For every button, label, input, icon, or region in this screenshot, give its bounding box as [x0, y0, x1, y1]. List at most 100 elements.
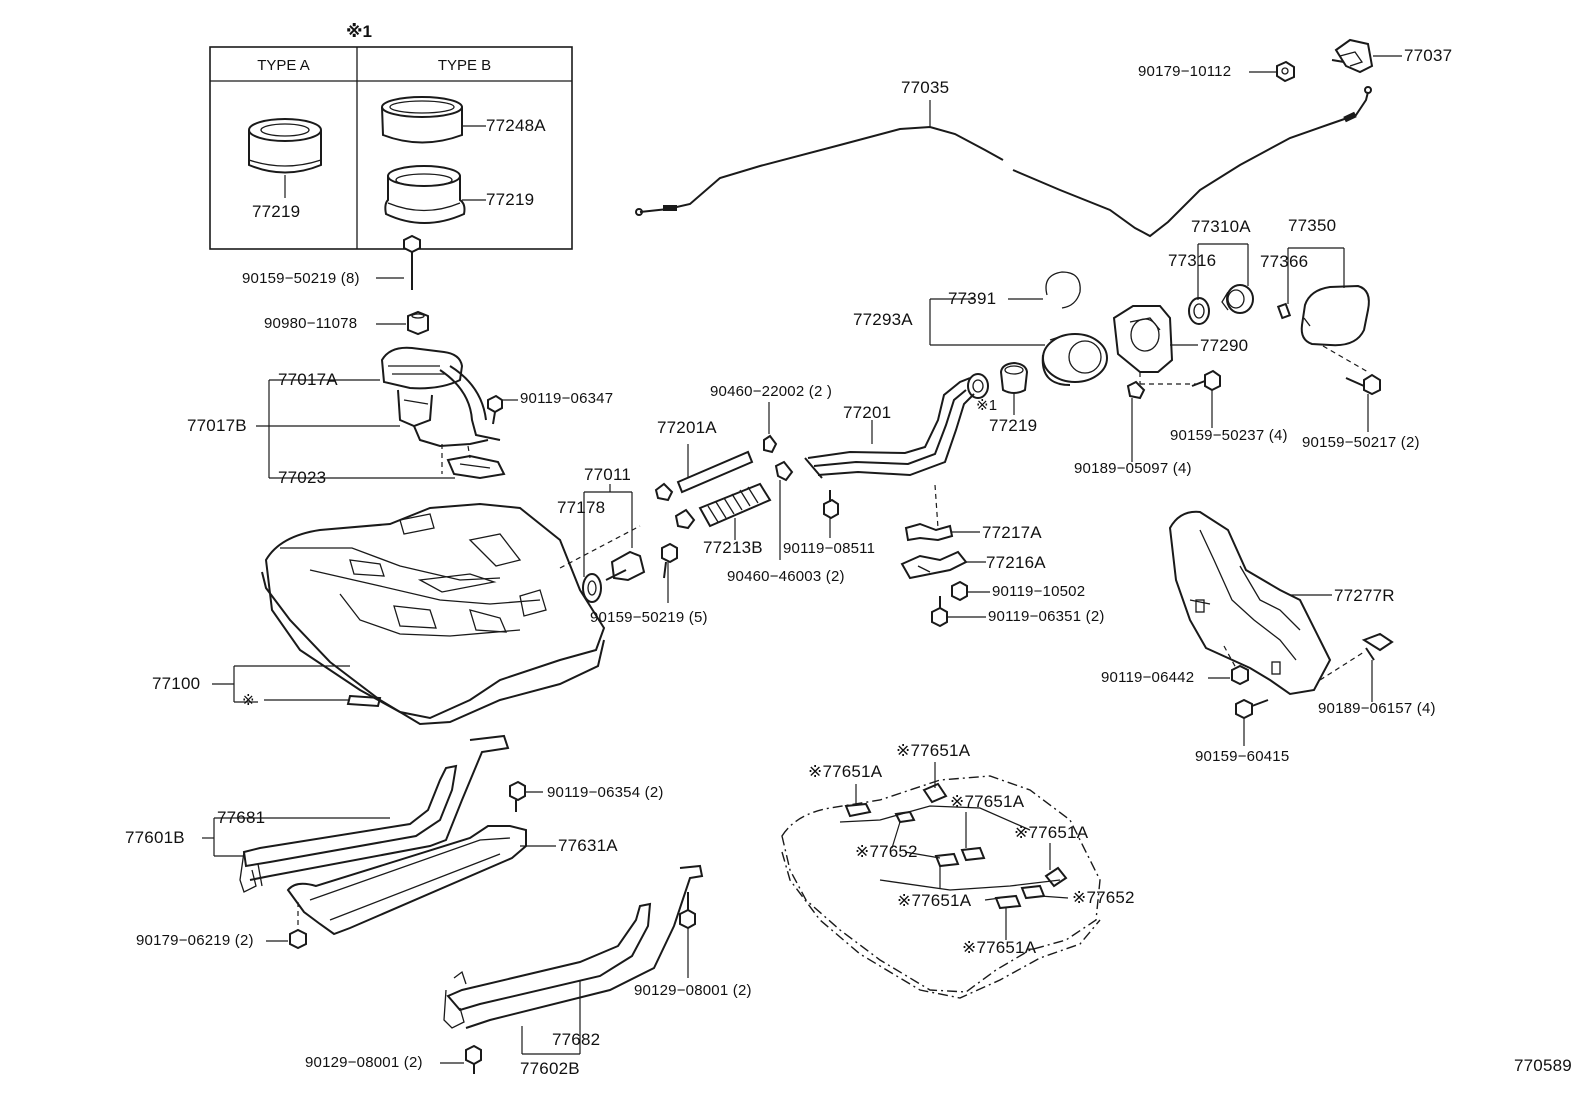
part-label: ※77652 — [1072, 888, 1135, 907]
type-a-header: TYPE A — [257, 57, 310, 74]
breather-hose-icon — [676, 450, 754, 494]
fuel-tank-band-icon — [443, 864, 704, 1029]
part-label: 77035 — [901, 78, 950, 97]
part-label: 90119−06354 (2) — [547, 784, 664, 801]
sender-flange-icon — [582, 550, 646, 603]
part-label: 90159−50219 (5) — [590, 609, 708, 626]
opener-cable-icon — [635, 86, 1372, 238]
part-label: 90189−05097 (4) — [1074, 460, 1192, 477]
part-label: 77017B — [187, 416, 247, 435]
seal-ring-icon — [1045, 271, 1081, 309]
part-label: 90119−06442 — [1101, 669, 1195, 686]
bolt-icon — [1235, 698, 1269, 720]
bolt-icon — [823, 490, 839, 520]
part-label: 90119−08511 — [783, 540, 876, 557]
bolt-icon — [509, 780, 526, 812]
part-label: 90460−46003 (2) — [727, 568, 845, 585]
nut-icon — [289, 928, 307, 950]
part-label: 77682 — [552, 1030, 601, 1049]
part-label: ※77651A — [962, 938, 1037, 957]
bolt-icon — [661, 542, 678, 579]
part-label: 90129−08001 (2) — [634, 982, 752, 999]
part-label: 77350 — [1288, 216, 1337, 235]
bolt-icon — [403, 234, 421, 290]
nut-icon — [1276, 60, 1295, 83]
type-b-header: TYPE B — [437, 57, 492, 74]
part-label: ※77651A — [808, 762, 883, 781]
bolt-icon — [931, 596, 948, 628]
bolt-icon — [951, 580, 968, 602]
part-label: 77100 — [152, 674, 201, 693]
part-label: ※77651A — [1014, 823, 1089, 842]
opener-lever-icon — [1331, 38, 1374, 74]
filler-housing-icon — [1112, 305, 1174, 373]
part-label: 77601B — [125, 828, 185, 847]
screw-icon — [1191, 369, 1221, 392]
bolt-icon — [487, 394, 503, 425]
screw-icon — [1345, 373, 1381, 396]
part-label: 77277R — [1334, 586, 1395, 605]
part-label: 90159−50217 (2) — [1302, 434, 1420, 451]
part-label: 77248A — [486, 116, 546, 135]
heat-insulator-icon — [1168, 510, 1332, 696]
fuel-lid-icon — [1300, 284, 1370, 347]
type-reference-mark: ※1 — [976, 397, 998, 414]
part-label: 90980−11078 — [264, 315, 358, 332]
hose-clamp-icon — [763, 434, 794, 482]
bolt-icon — [465, 1044, 482, 1074]
part-label: 90460−22002 (2 ) — [710, 383, 833, 400]
part-label: 90129−08001 (2) — [305, 1054, 423, 1071]
part-label: 90119−10502 — [992, 583, 1086, 600]
type-b-grommet-icon — [384, 165, 466, 224]
part-label: 90179−06219 (2) — [136, 932, 254, 949]
part-label: 77290 — [1200, 336, 1249, 355]
part-label: ※77651A — [896, 741, 971, 760]
part-label: ※77651A — [950, 792, 1025, 811]
caution-label-mark: ※ — [242, 692, 255, 709]
type-a-grommet-icon — [248, 118, 322, 174]
bolt-icon — [679, 892, 696, 930]
part-label: 90119−06351 (2) — [988, 608, 1105, 625]
clip-icon — [1361, 632, 1394, 661]
part-label: ※77652 — [855, 842, 918, 861]
fuel-pump-assembly-icon — [380, 346, 501, 448]
bracket-icon — [900, 550, 968, 580]
filler-neck-icon — [1041, 333, 1108, 386]
part-label: 77217A — [982, 523, 1042, 542]
corrugated-hose-icon — [698, 482, 772, 528]
part-label: 77219 — [486, 190, 535, 209]
part-label: 77037 — [1404, 46, 1453, 65]
clamp-icon — [654, 482, 696, 530]
part-label: 77310A — [1191, 217, 1251, 236]
type-b-ring-icon — [381, 96, 463, 144]
screw-icon — [1231, 664, 1249, 686]
part-label: 77017A — [278, 370, 338, 389]
part-label: 90159−60415 — [1195, 748, 1290, 765]
part-label: 77631A — [558, 836, 618, 855]
part-label: 90159−50237 (4) — [1170, 427, 1288, 444]
part-label: 77219 — [989, 416, 1038, 435]
fuel-cap-icon — [1221, 284, 1254, 314]
part-label: 77023 — [278, 468, 327, 487]
fuel-tank-band-icon — [239, 734, 510, 893]
type-inset-box — [209, 46, 573, 250]
part-label: 77391 — [948, 289, 997, 308]
part-label: 77316 — [1168, 251, 1217, 270]
part-label: 77219 — [252, 202, 301, 221]
part-label: 77178 — [557, 498, 606, 517]
drawing-number: 770589 — [1514, 1056, 1572, 1075]
part-label: 77216A — [986, 553, 1046, 572]
grommet-icon — [999, 361, 1029, 394]
part-label: 77011 — [584, 465, 632, 484]
part-label: 77201A — [657, 418, 717, 437]
fuel-tank-icon — [261, 502, 606, 726]
part-label: 90179−10112 — [1138, 63, 1232, 80]
gasket-plate-icon — [446, 454, 506, 480]
part-label: 90119−06347 — [520, 390, 614, 407]
part-label: 77602B — [520, 1059, 580, 1078]
part-label: 90189−06157 (4) — [1318, 700, 1436, 717]
part-label: 77681 — [217, 808, 266, 827]
nut-icon — [407, 310, 429, 336]
part-label: 77201 — [843, 403, 892, 422]
